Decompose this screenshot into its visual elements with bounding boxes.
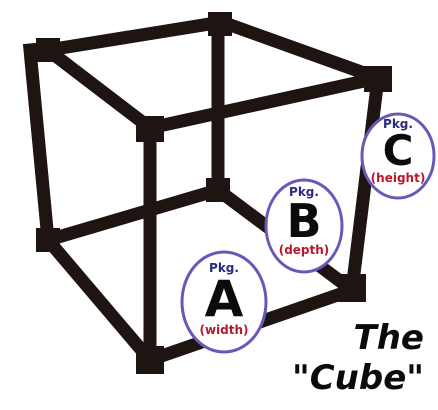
frame-bar-front-top <box>142 70 386 136</box>
cube-title: The "Cube" <box>292 318 424 398</box>
package-b-dimension: (depth) <box>278 243 330 257</box>
package-c-label: Pkg. C (height) <box>364 118 432 184</box>
cube-title-line2: "Cube" <box>292 358 424 398</box>
package-b-oval <box>264 178 344 274</box>
frame-bar-bottom-left <box>38 230 160 370</box>
frame-corners <box>36 12 392 374</box>
package-b-pkg: Pkg. <box>289 185 319 199</box>
corner-joint <box>136 346 164 374</box>
frame-bar-left-back <box>22 42 56 248</box>
frame-bar-right <box>344 70 386 298</box>
corner-joint <box>36 38 60 62</box>
corner-joint <box>338 274 366 302</box>
frame-bar-back-top <box>40 14 230 58</box>
corner-joint <box>364 66 392 92</box>
package-a-pkg: Pkg. <box>209 261 239 275</box>
corner-joint <box>208 12 232 36</box>
package-c-dimension: (height) <box>370 171 426 185</box>
package-c-oval <box>360 112 436 200</box>
package-a-letter: A <box>204 270 244 328</box>
corner-joint <box>136 116 164 142</box>
package-a-label: Pkg. A (width) <box>184 262 264 336</box>
package-a-oval <box>180 250 268 354</box>
frame-bar-top-right <box>213 13 387 87</box>
cube-title-line1: The <box>353 318 424 358</box>
frame-bar-bottom-back <box>39 181 227 249</box>
package-c-letter: C <box>382 126 414 175</box>
corner-joint <box>206 178 230 202</box>
package-b-label: Pkg. B (depth) <box>268 186 340 256</box>
cube-frame <box>22 13 387 370</box>
package-c-pkg: Pkg. <box>383 117 413 131</box>
package-b-letter: B <box>286 194 322 248</box>
frame-bar-top-left <box>38 40 160 138</box>
package-a-dimension: (width) <box>199 323 249 337</box>
corner-joint <box>36 228 60 252</box>
